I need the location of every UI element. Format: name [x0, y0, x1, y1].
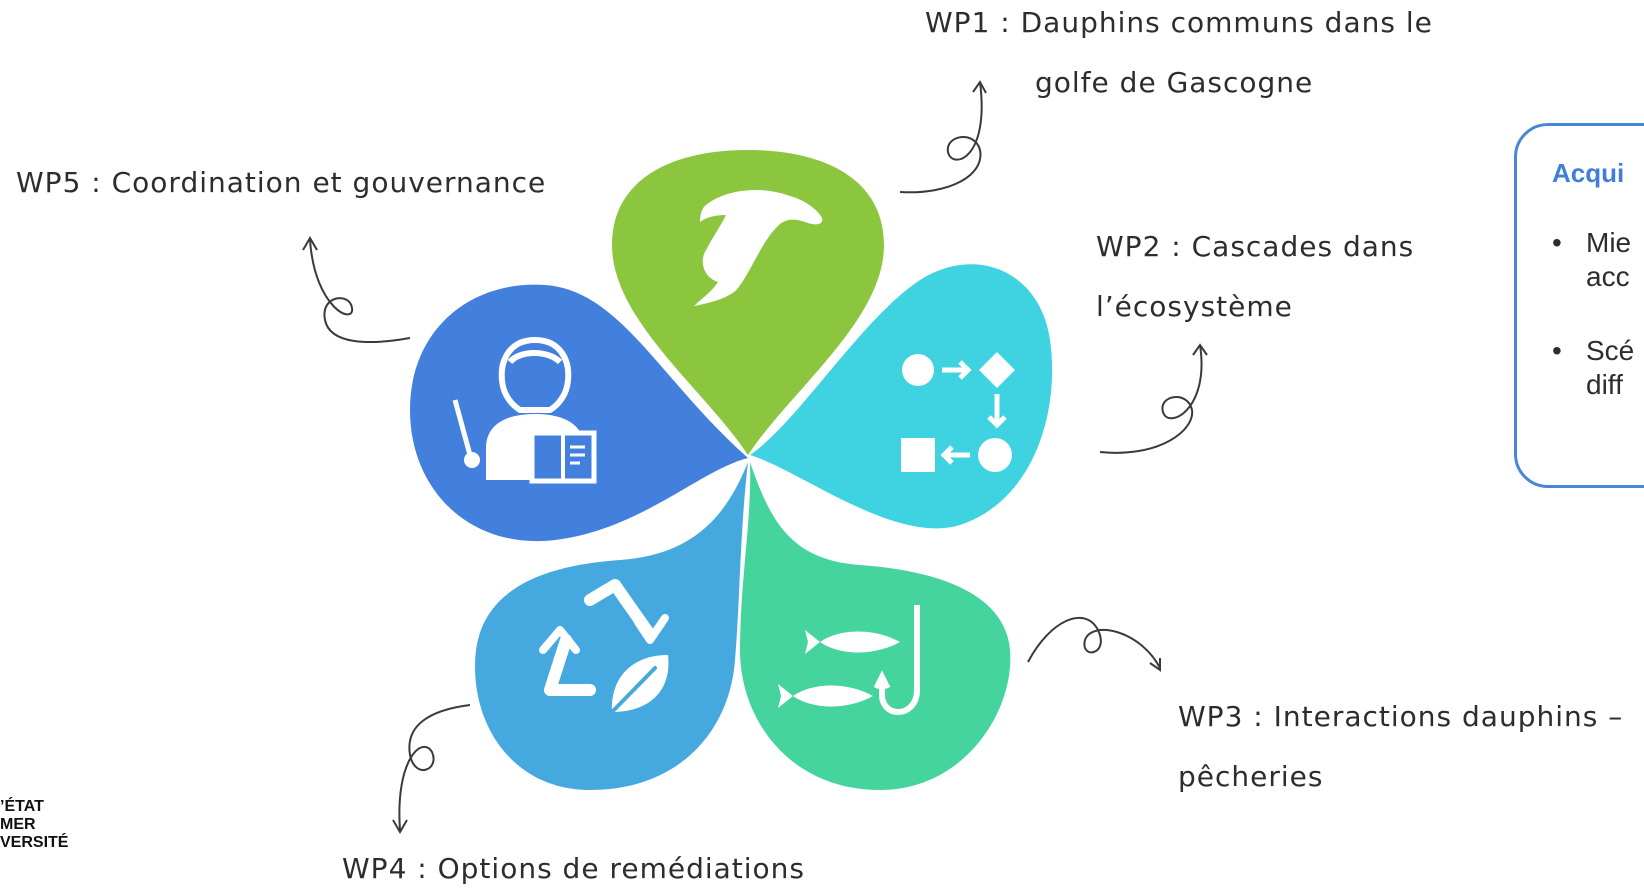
wp4-label: WP4 : Options de remédiations — [342, 852, 806, 885]
acquis-item: •Mie acc — [1552, 227, 1632, 292]
bullet-icon: • — [1552, 227, 1562, 258]
petal-wp5 — [410, 284, 748, 542]
wp3-label-line2: pêcheries — [1178, 760, 1324, 793]
institution-logo: ’ÉTAT MER VERSITÉ — [0, 798, 69, 851]
acquis-item: •Scé diff — [1552, 335, 1635, 400]
arrow-wp1 — [899, 80, 987, 194]
wp1-label-line1: WP1 : Dauphins communs dans le — [925, 6, 1433, 39]
arrow-wp3 — [1027, 616, 1161, 672]
teacher-icon — [452, 336, 597, 484]
wp5-label: WP5 : Coordination et gouvernance — [16, 166, 547, 199]
wp3-label-line1: WP3 : Interactions dauphins – — [1178, 700, 1624, 733]
petal-wp3 — [740, 462, 1011, 790]
fish-hook-icon — [778, 605, 920, 716]
wp2-label-line2: l’écosystème — [1096, 290, 1293, 323]
arrow-wp2 — [1099, 343, 1208, 454]
recycle-leaf-icon — [539, 579, 669, 714]
wp1-label-line2: golfe de Gascogne — [1035, 66, 1314, 99]
petal-wp2 — [750, 264, 1053, 529]
bullet-icon: • — [1552, 335, 1562, 366]
arrow-wp4 — [392, 704, 471, 834]
acquis-box — [1514, 123, 1644, 488]
acquis-title: Acqui — [1552, 158, 1625, 188]
arrow-wp5 — [302, 236, 411, 343]
dolphin-icon — [694, 190, 823, 306]
process-flow-icon — [901, 352, 1015, 472]
petal-wp1 — [612, 150, 884, 455]
wp2-label-line1: WP2 : Cascades dans — [1096, 230, 1415, 263]
petal-wp4 — [475, 462, 748, 790]
